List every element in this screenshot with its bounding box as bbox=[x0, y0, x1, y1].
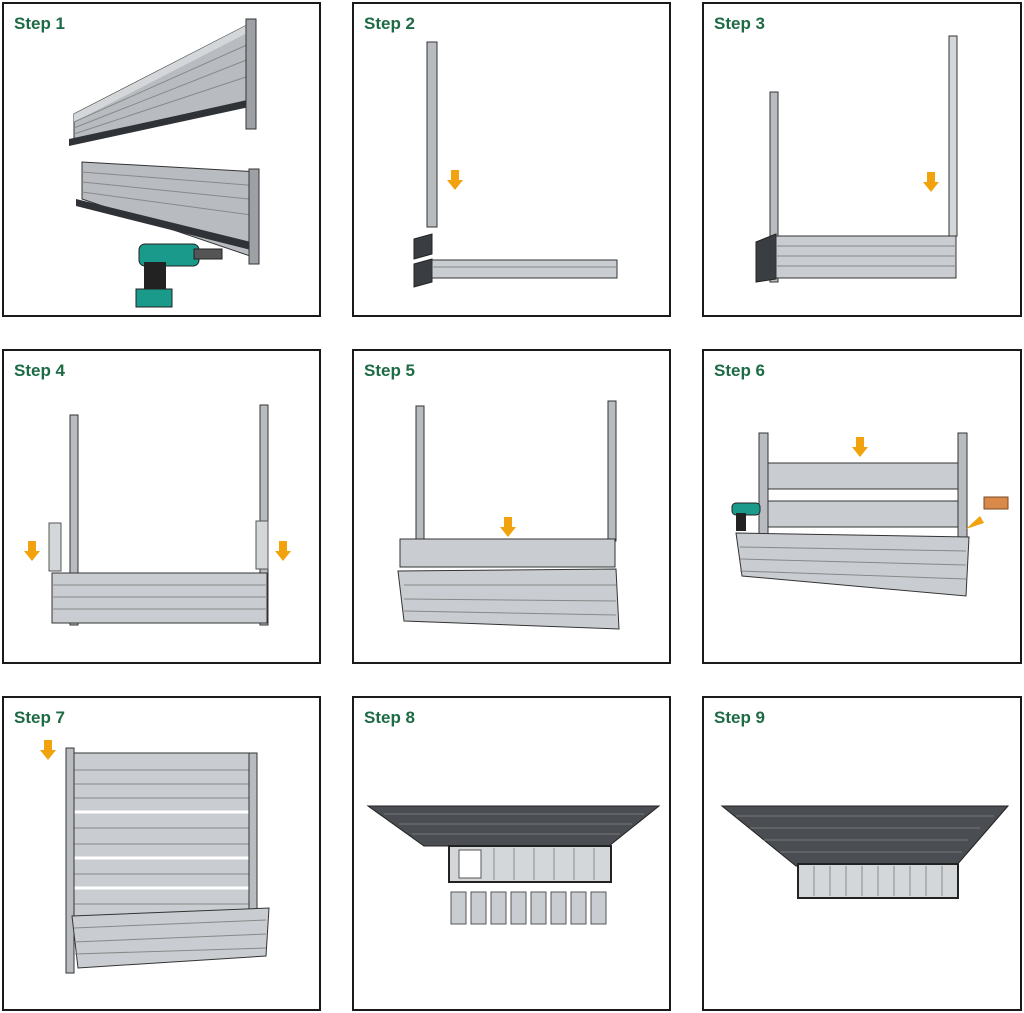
step-7-illustration bbox=[4, 698, 321, 1011]
down-arrow-icon bbox=[24, 541, 40, 561]
step-4-panel: Step 4 bbox=[2, 349, 321, 664]
down-arrow-icon bbox=[447, 170, 463, 190]
down-arrow-icon bbox=[500, 517, 516, 537]
down-arrow-icon bbox=[40, 740, 56, 760]
step-4-illustration bbox=[4, 351, 321, 664]
step-8-panel: Step 8 bbox=[352, 696, 671, 1011]
step-5-panel: Step 5 bbox=[352, 349, 671, 664]
step-5-illustration bbox=[354, 351, 671, 664]
step-3-panel: Step 3 bbox=[702, 2, 1022, 317]
step-7-panel: Step 7 bbox=[2, 696, 321, 1011]
down-arrow-icon bbox=[275, 541, 291, 561]
step-6-panel: Step 6 bbox=[702, 349, 1022, 664]
step-6-illustration bbox=[704, 351, 1022, 664]
step-1-illustration bbox=[4, 4, 321, 317]
step-2-panel: Step 2 bbox=[352, 2, 671, 317]
drill-icon bbox=[136, 244, 222, 307]
step-1-panel: Step 1 bbox=[2, 2, 321, 317]
up-arrow-icon bbox=[966, 516, 984, 529]
step-3-illustration bbox=[704, 4, 1022, 317]
step-9-panel: Step 9 bbox=[702, 696, 1022, 1011]
drill-icon bbox=[732, 503, 760, 531]
step-9-illustration bbox=[704, 698, 1022, 1011]
step-2-illustration bbox=[354, 4, 671, 317]
step-8-illustration bbox=[354, 698, 671, 1011]
down-arrow-icon bbox=[923, 172, 939, 192]
down-arrow-icon bbox=[852, 437, 868, 457]
